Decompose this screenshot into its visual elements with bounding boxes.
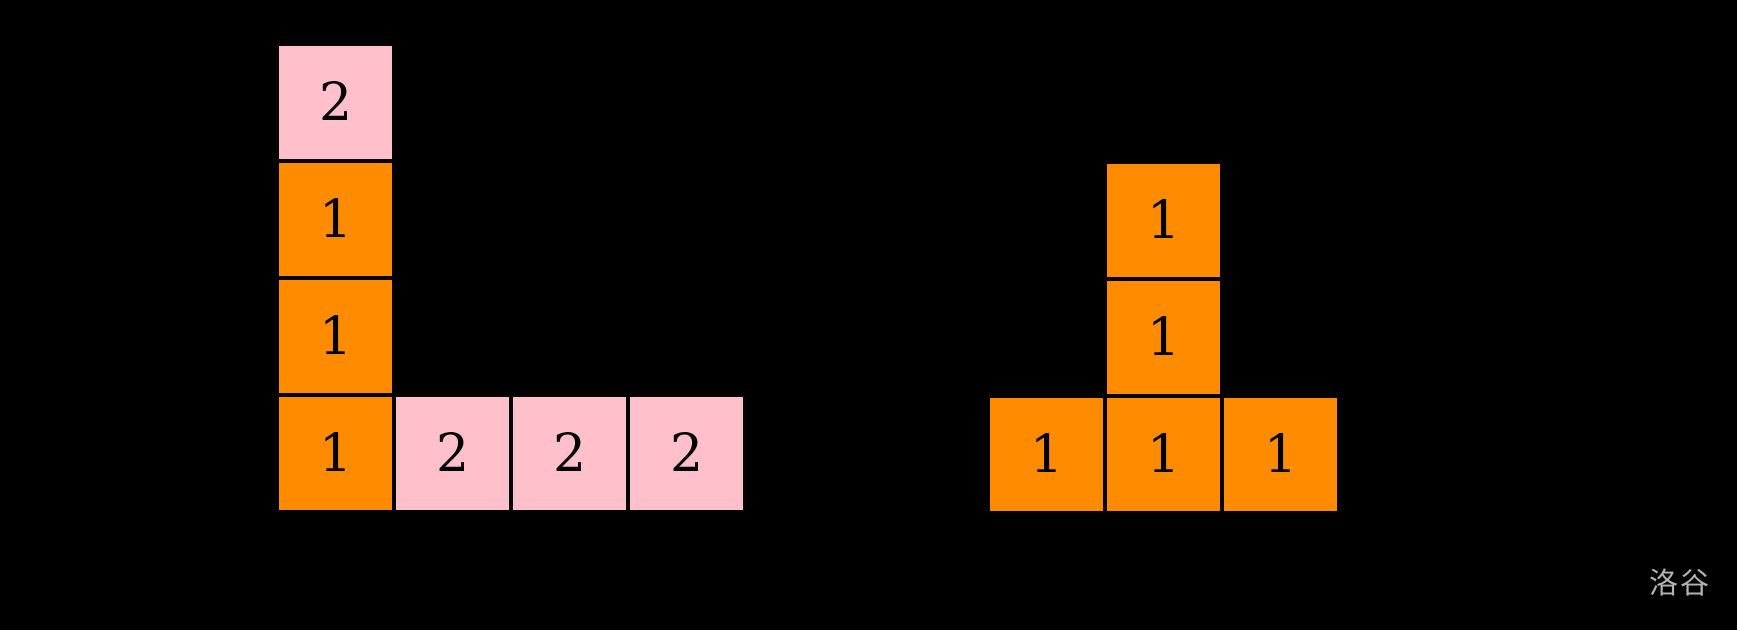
cell-value: 1 xyxy=(1263,424,1298,485)
cell-value: 1 xyxy=(318,306,353,367)
cell-value: 2 xyxy=(318,72,353,133)
cell-value: 1 xyxy=(1146,190,1181,251)
luogu-watermark: 洛谷 xyxy=(1648,566,1711,600)
grid-cell-pink: 2 xyxy=(277,44,394,161)
grid-cell-pink: 2 xyxy=(511,395,628,512)
cell-value: 2 xyxy=(552,423,587,484)
grid-cell-orange: 1 xyxy=(277,278,394,395)
grid-cell-pink: 2 xyxy=(628,395,745,512)
cell-value: 2 xyxy=(435,423,470,484)
cell-value: 2 xyxy=(669,423,704,484)
grid-cell-orange: 1 xyxy=(277,395,394,512)
cell-value: 1 xyxy=(1146,424,1181,485)
grid-cell-orange: 1 xyxy=(1105,279,1222,396)
grid-cell-orange: 1 xyxy=(277,161,394,278)
cell-value: 1 xyxy=(1029,424,1064,485)
grid-cell-orange: 1 xyxy=(1105,162,1222,279)
grid-cell-orange: 1 xyxy=(988,396,1105,513)
cell-value: 1 xyxy=(1146,307,1181,368)
grid-cell-pink: 2 xyxy=(394,395,511,512)
grid-cell-orange: 1 xyxy=(1222,396,1339,513)
grid-cell-orange: 1 xyxy=(1105,396,1222,513)
cell-value: 1 xyxy=(318,189,353,250)
cell-value: 1 xyxy=(318,423,353,484)
